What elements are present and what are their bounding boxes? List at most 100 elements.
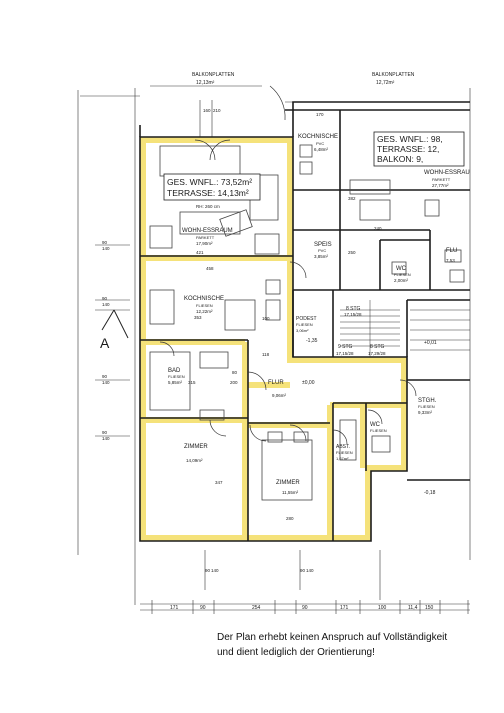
room-wc-name: WC [370,422,381,428]
dim-90-bottom-a: 90 [205,568,211,573]
room-kochnische-area: 12,22m² [196,309,213,314]
dim-160: 160 [203,108,211,113]
room-zimmer1-name: ZIMMER [184,444,208,450]
unit-terrace-label: TERRASSE: 14,13m² [167,188,249,198]
neighbor-balkon-label: BALKON: 9, [377,154,423,164]
stair-2-ratio: 17,15/28 [336,351,354,356]
stair-1-ratio: 17,15/28 [344,312,362,317]
dim-347: 347 [215,480,223,485]
dimension-lines [77,85,471,614]
room-bad-name: BAD [168,368,181,374]
room-kochnische-n-area: 6,48m² [314,147,329,152]
unit-area-label: GES. WNFL.: 73,52m² [167,177,252,187]
level-2: -1,35 [306,338,318,344]
dim-353: 353 [194,315,202,320]
dim-382: 382 [348,196,356,201]
room-flur-name: FLUR [268,380,284,386]
stair-1-label: 8 STG [346,306,361,312]
room-abst-name: ABST. [336,444,350,450]
walls [139,101,470,542]
dim-100: 100 [262,316,270,321]
furniture [149,144,465,501]
neighbor-summary-box [373,131,465,167]
dim-90-a: 90 [102,240,108,245]
bottom-dim-6: 11,4 [408,605,418,611]
dim-240: 240 [374,226,382,231]
balcony-left-label: BALKONPLATTEN [192,72,235,78]
stair-3-ratio: 17,29/28 [368,351,386,356]
room-wohn-floor: PARKETT [196,235,215,240]
level-4: -0,18 [424,490,436,496]
north-label: A [100,335,110,351]
bottom-dim-0: 171 [170,605,179,611]
room-abst-area: 1,67m² [336,456,349,461]
bottom-dim-5: 100 [378,605,387,611]
dim-458: 458 [206,266,214,271]
stair-2-label: 9 STG [338,344,353,350]
dim-80: 80 [232,370,238,375]
dim-421: 421 [196,250,204,255]
room-zimmer1-area: 14,09m² [186,458,203,463]
room-zimmer2-area: 11,55m² [282,490,299,495]
room-stgh-name: STGH. [418,398,437,404]
room-kochnische-n-name: KOCHNISCHE [298,134,338,140]
room-speis-floor: PVC [318,248,326,253]
bottom-dim-3: 90 [302,605,308,611]
unit-rh: RH: 260 cm [196,204,220,209]
level-3: +0,01 [424,340,437,346]
room-flur-area: 9,06m² [272,393,287,398]
balcony-right-label: BALKONPLATTEN [372,72,415,78]
dim-140-c: 140 [102,380,110,385]
room-kochnische-n-floor: PVC [316,141,324,146]
room-stgh-floor: FLIESEN [418,404,435,409]
dim-250: 250 [348,250,356,255]
room-wohn-n-name: WOHN-ESSRAU [424,170,470,176]
room-zimmer2-name: ZIMMER [276,480,300,486]
room-wc-floor: FLIESEN [370,428,387,433]
room-abst-floor: FLIESEN [336,450,353,455]
dim-210: 210 [213,108,221,113]
room-stgh-area: 9,33m² [418,410,433,415]
dim-118: 118 [262,352,270,357]
dim-140-a: 140 [102,246,110,251]
bottom-dim-2: 254 [252,605,261,611]
dim-315: 315 [188,380,196,385]
doors [159,85,417,445]
room-bad-area: 5,85m² [168,380,183,385]
level-1: ±0,00 [302,380,315,386]
dim-90-b: 90 [102,296,108,301]
room-speis-area: 3,85m² [314,254,329,259]
bottom-dim-4: 171 [340,605,349,611]
unit-summary-box [163,173,261,201]
room-bad-floor: FLIESEN [168,374,185,379]
room-wc-n-floor: FLIESEN [394,272,411,277]
room-flur-n-name: FLU [446,248,457,254]
disclaimer-line-1: Der Plan erhebt keinen Anspruch auf Voll… [217,632,448,643]
room-wohn-area: 17,90m² [196,241,213,246]
dim-90-bottom-b: 90 [300,568,306,573]
bottom-dim-7: 150 [425,605,434,611]
stair-3-label: 8 STG [370,344,385,350]
room-kochnische-name: KOCHNISCHE [184,296,224,302]
room-wohn-n-area: 27,77m² [432,183,449,188]
dim-140-d: 140 [102,436,110,441]
dim-140-bottom-a: 140 [211,568,219,573]
stair-treads [340,300,470,357]
dim-90-c: 90 [102,374,108,379]
balcony-left-area: 12,13m² [196,80,215,86]
dim-200: 200 [230,380,238,385]
room-flur-n-area: 7,53 [446,258,455,263]
room-wohn-n-floor: PARKETT [432,177,451,182]
dim-170: 170 [316,112,324,117]
neighbor-area-label: GES. WNFL.: 98, [377,134,443,144]
dim-280: 280 [286,516,294,521]
room-wc-n-name: WC [396,266,407,272]
dim-140-b: 140 [102,302,110,307]
room-wc-n-area: 2,00m² [394,278,409,283]
north-arrow: A [100,309,129,351]
room-podest-name: PODEST [296,316,317,322]
disclaimer: Der Plan erhebt keinen Anspruch auf Voll… [217,630,487,660]
balcony-right-area: 12,72m² [376,80,395,86]
